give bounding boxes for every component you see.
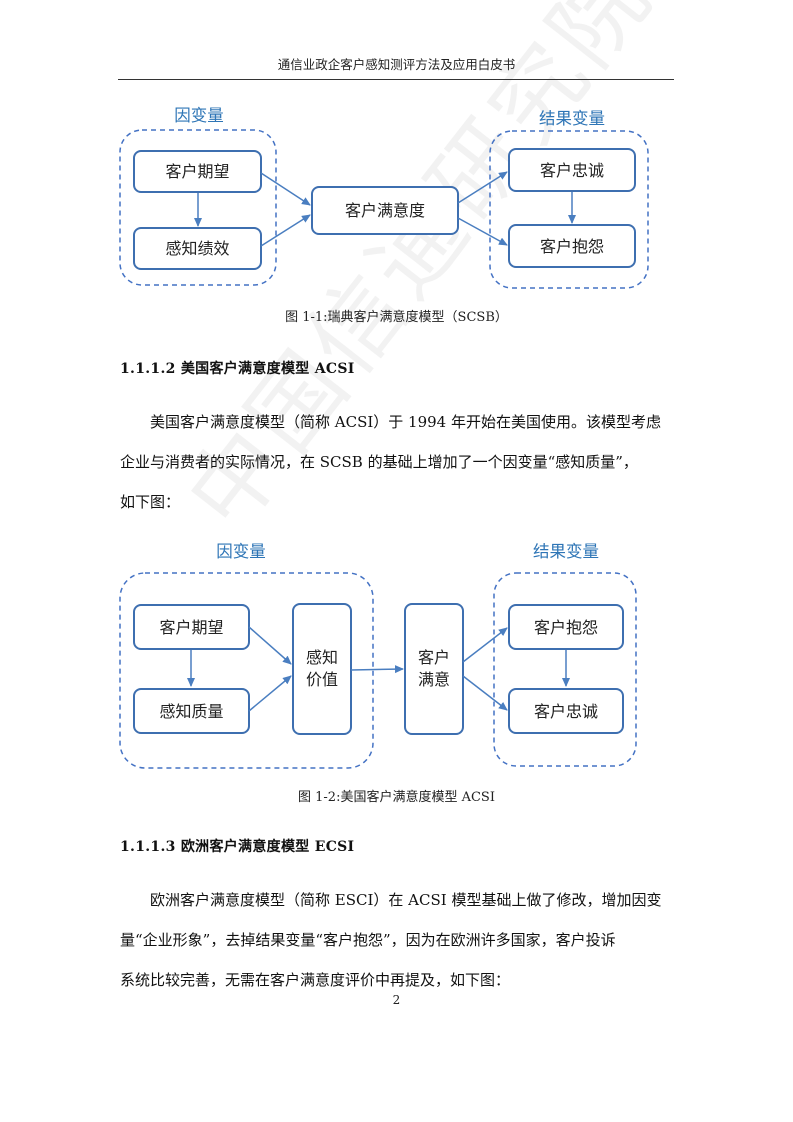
arrow-quality-to-value: [248, 675, 292, 712]
page-header-title: 通信业政企客户感知测评方法及应用白皮书: [277, 57, 516, 72]
outcome-variable-group: [493, 572, 637, 767]
arrow-satisfaction-to-complaint: [457, 217, 508, 246]
ecsi-paragraph: 欧洲客户满意度模型（简称 ESCI）在 ACSI 模型基础上做了修改，增加因变 …: [120, 880, 676, 1000]
page-number: 2: [392, 993, 401, 1007]
node-expectation: 客户期望: [165, 162, 229, 181]
section-heading-ecsi: 1.1.1.3 欧洲客户满意度模型 ECSI: [120, 839, 355, 855]
arrow-value-to-satisfaction: [350, 665, 404, 674]
cause-variable-group: [119, 129, 277, 286]
paragraph-line: 企业与消费者的实际情况，在 SCSB 的基础上增加了一个因变量“感知质量”，: [120, 453, 638, 471]
paragraph-line: 如下图：: [120, 493, 181, 511]
node-satisfaction: 客户满意度: [345, 201, 425, 220]
node-box-perceived-performance: [133, 227, 262, 270]
node-complaint: 客户抱怨: [540, 237, 604, 256]
node-box-complaint: [508, 604, 624, 650]
arrow-satisfaction-to-complaint: [462, 627, 508, 663]
outcome-variable-label: 结果变量: [533, 542, 599, 561]
paragraph-line: 量“企业形象”，去掉结果变量“客户抱怨”，因为在欧洲许多国家，客户投诉: [120, 931, 616, 949]
figure-1-caption: 图 1-1:瑞典客户满意度模型（SCSB）: [285, 310, 508, 325]
node-box-loyalty: [508, 688, 624, 734]
node-box-perceived-value: [292, 603, 352, 735]
figure-acsi-diagram: 因变量 结果变量 客户期望 感知质量 感知 价值 客户 满意 客户抱怨 客户忠诚: [0, 535, 793, 775]
cause-variable-group: [119, 572, 374, 769]
figure-2-caption: 图 1-2:美国客户满意度模型 ACSI: [298, 790, 495, 805]
header-divider: [118, 79, 674, 80]
cause-variable-label: 因变量: [174, 106, 224, 125]
cause-variable-label: 因变量: [216, 542, 266, 561]
node-box-loyalty: [508, 148, 636, 192]
arrow-expectation-to-satisfaction: [260, 172, 311, 206]
acsi-paragraph: 美国客户满意度模型（简称 ACSI）于 1994 年开始在美国使用。该模型考虑 …: [120, 402, 676, 522]
node-perceived-quality: 感知质量: [159, 702, 223, 721]
node-box-satisfaction: [311, 186, 459, 235]
node-loyalty: 客户忠诚: [534, 702, 598, 721]
node-perceived-performance: 感知绩效: [165, 239, 229, 258]
arrow-satisfaction-to-loyalty: [462, 675, 508, 711]
outcome-variable-label: 结果变量: [539, 109, 605, 128]
arrow-satisfaction-to-loyalty: [457, 171, 508, 204]
node-loyalty: 客户忠诚: [540, 161, 604, 180]
paragraph-line: 美国客户满意度模型（简称 ACSI）于 1994 年开始在美国使用。该模型考虑: [150, 413, 661, 431]
node-expectation: 客户期望: [159, 618, 223, 637]
node-satisfaction-line2: 满意: [418, 670, 450, 689]
node-perceived-value-line2: 价值: [306, 670, 338, 689]
outcome-variable-group: [489, 130, 649, 289]
paragraph-line: 系统比较完善，无需在客户满意度评价中再提及，如下图：: [120, 971, 511, 989]
node-complaint: 客户抱怨: [534, 618, 598, 637]
node-satisfaction-line1: 客户: [418, 648, 450, 667]
node-box-complaint: [508, 224, 636, 268]
figure-scsb-diagram: 因变量 结果变量 客户期望 感知绩效 客户满意度 客户忠诚 客户抱怨: [0, 100, 793, 300]
arrow-performance-to-satisfaction: [260, 214, 311, 247]
node-perceived-value-line1: 感知: [306, 648, 338, 667]
arrow-expectation-to-value: [248, 626, 292, 665]
paragraph-line: 欧洲客户满意度模型（简称 ESCI）在 ACSI 模型基础上做了修改，增加因变: [150, 891, 662, 909]
section-heading-acsi: 1.1.1.2 美国客户满意度模型 ACSI: [120, 361, 355, 377]
node-box-satisfaction: [404, 603, 464, 735]
node-box-expectation: [133, 150, 262, 193]
